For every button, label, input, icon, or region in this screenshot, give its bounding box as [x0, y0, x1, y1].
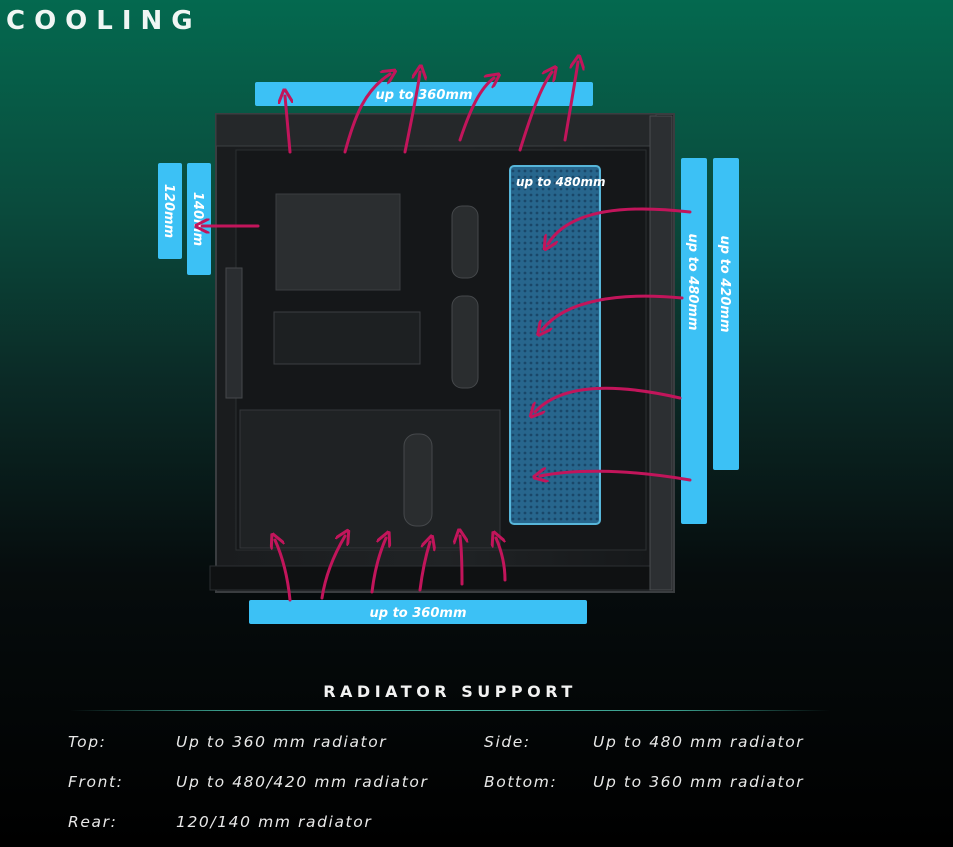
- rear-mount-label-inner: 140mm: [190, 192, 205, 246]
- bottom-mount-label: up to 360mm: [370, 606, 467, 621]
- spec-value-top: Up to 360 mm radiator: [176, 733, 388, 751]
- front-panel: [649, 115, 673, 591]
- airflow-arrow-bottom-5: [460, 536, 462, 586]
- airflow-arrow-top-5: [518, 72, 552, 152]
- spec-value-front: Up to 480/420 mm radiator: [176, 773, 429, 791]
- airflow-arrow-top-2: [343, 74, 390, 154]
- airflow-arrow-top-4: [458, 78, 494, 142]
- radiator-support-heading: RADIATOR SUPPORT: [323, 682, 577, 701]
- airflow-arrow-top-6: [563, 62, 578, 142]
- spec-key-rear: Rear:: [68, 813, 118, 831]
- front-mount-label-inner: up to 480mm: [685, 234, 700, 331]
- airflow-arrow-front-4: [540, 471, 692, 480]
- bottom-mount-bar: [249, 600, 587, 624]
- grommet-upper: [451, 205, 479, 279]
- airflow-arrow-bottom-3: [370, 538, 386, 594]
- motherboard-cutout: [275, 193, 401, 291]
- spec-value-rear: 120/140 mm radiator: [176, 813, 373, 831]
- airflow-arrow-front-3: [535, 386, 682, 412]
- airflow-arrow-bottom-6: [496, 538, 507, 582]
- spec-key-front: Front:: [68, 773, 124, 791]
- top-mount-label: up to 360mm: [376, 88, 473, 103]
- cooling-diagram: up to 360mm up to 360mm 120mm 140mm up t…: [158, 0, 739, 624]
- case-top-rail: [215, 113, 657, 147]
- psu-grommet: [403, 433, 433, 527]
- airflow-arrow-bottom-4: [418, 542, 430, 592]
- spec-value-bottom: Up to 360 mm radiator: [593, 773, 805, 791]
- spec-value-side: Up to 480 mm radiator: [593, 733, 805, 751]
- case-base: [209, 565, 665, 591]
- airflow-arrows: [202, 62, 692, 602]
- front-mount-label-outer: up to 420mm: [717, 236, 732, 333]
- airflow-arrow-front-1: [548, 207, 692, 244]
- side-radiator-mesh: [509, 165, 601, 525]
- front-mount-bar-outer: [713, 158, 739, 470]
- expansion-slots: [225, 267, 243, 399]
- airflow-arrow-bottom-2: [320, 536, 345, 600]
- airflow-arrow-top-1: [285, 96, 290, 154]
- pc-case: [209, 113, 675, 593]
- airflow-arrow-bottom-1: [275, 540, 292, 602]
- rear-mount-label-outer: 120mm: [161, 184, 176, 238]
- airflow-arrow-front-2: [542, 294, 684, 330]
- heading-divider: [70, 710, 830, 711]
- airflow-arrow-top-3: [403, 72, 420, 154]
- mount-labels: up to 360mm up to 360mm 120mm 140mm up t…: [158, 82, 739, 624]
- side-mount-label: up to 480mm: [516, 175, 606, 189]
- spec-key-bottom: Bottom:: [484, 773, 558, 791]
- top-mount-bar: [255, 82, 593, 106]
- rear-mount-bar-outer: [158, 163, 182, 259]
- front-mount-bar-inner: [681, 158, 707, 524]
- spec-key-top: Top:: [68, 733, 107, 751]
- spec-key-side: Side:: [484, 733, 531, 751]
- page-title: COOLING: [6, 6, 202, 36]
- grommet-lower: [451, 295, 479, 389]
- cable-panel: [273, 311, 421, 365]
- psu-shroud: [239, 409, 501, 549]
